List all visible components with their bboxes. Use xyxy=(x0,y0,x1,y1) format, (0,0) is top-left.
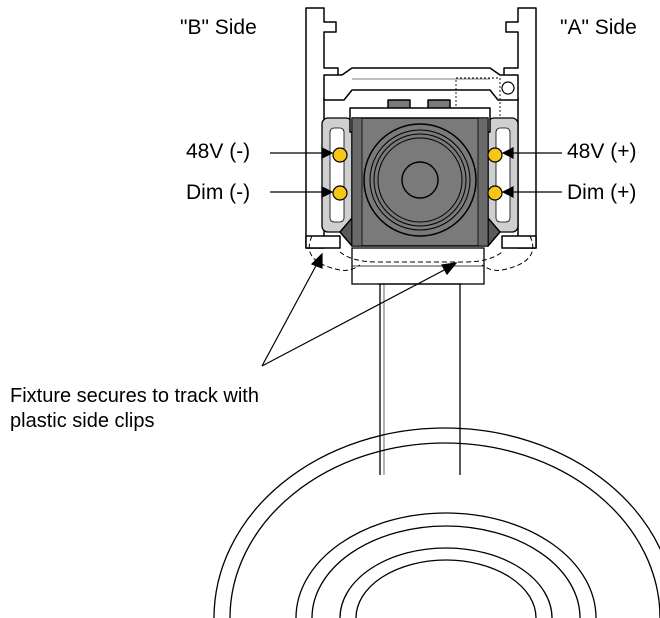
label-b-side: "B" Side xyxy=(180,16,257,39)
lamp-head xyxy=(213,427,660,618)
leader-lines xyxy=(261,147,562,367)
contact-dim-pos xyxy=(487,185,503,201)
contacts xyxy=(332,147,503,201)
label-48v-negative: 48V (-) xyxy=(186,140,251,163)
contact-dim-neg xyxy=(332,185,348,201)
left-conductor-carrier xyxy=(321,117,353,233)
fixture-stem xyxy=(379,282,461,475)
track-screw-boss xyxy=(501,81,515,95)
contact-48v-pos xyxy=(487,147,503,163)
right-conductor-carrier xyxy=(487,117,519,233)
clip-note-line-2: plastic side clips xyxy=(10,410,155,432)
label-48v-positive: 48V (+) xyxy=(567,140,637,163)
side-clip-arcs xyxy=(308,235,534,271)
label-a-side: "A" Side xyxy=(560,16,637,39)
rotary-knob xyxy=(363,123,477,237)
label-dim-negative: Dim (-) xyxy=(186,181,251,204)
clip-note-line-1: Fixture secures to track with xyxy=(10,385,259,407)
contact-48v-neg xyxy=(332,147,348,163)
adapter-neck xyxy=(351,247,485,285)
clip-note: Fixture secures to track with plastic si… xyxy=(10,384,259,434)
label-dim-positive: Dim (+) xyxy=(567,181,637,204)
